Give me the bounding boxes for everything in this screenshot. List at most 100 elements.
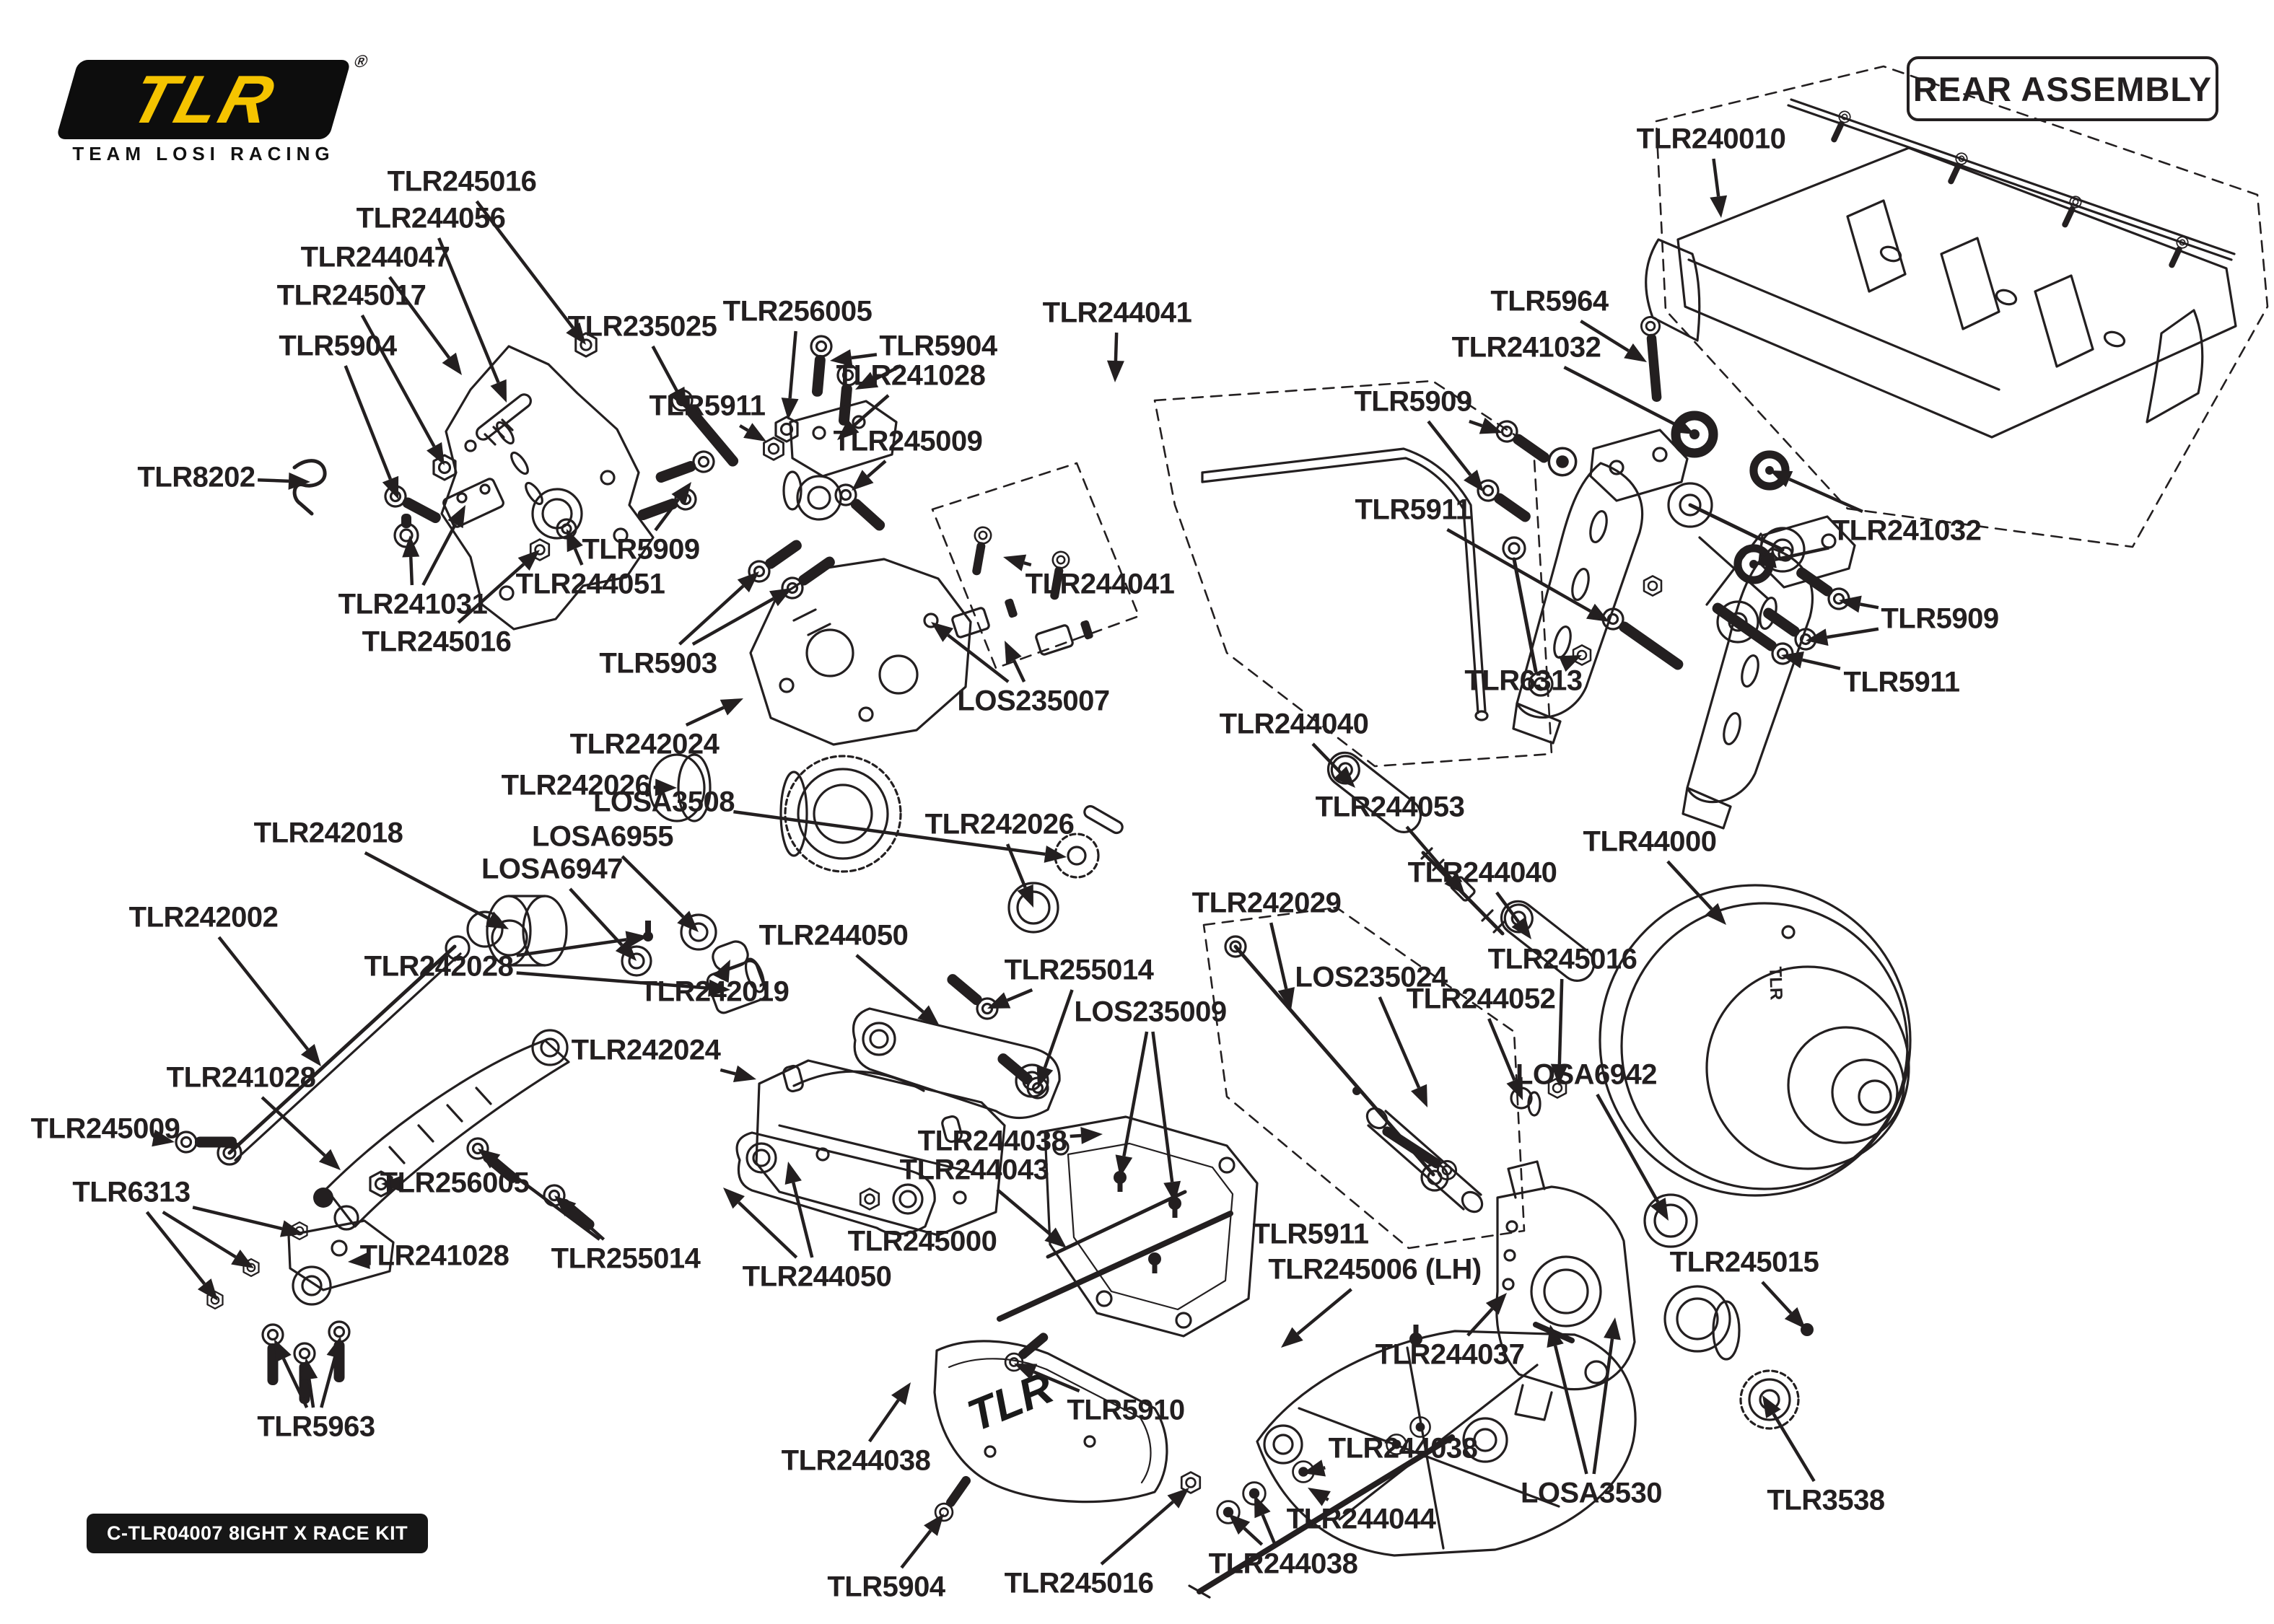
leader-arrowhead xyxy=(1115,1154,1133,1177)
leader-arrowhead xyxy=(326,1336,344,1360)
leader-line xyxy=(855,954,924,1014)
leader-line xyxy=(685,706,725,727)
leader-arrowhead xyxy=(655,778,677,796)
leader-line xyxy=(867,1399,900,1443)
leader-arrowhead xyxy=(1036,1064,1054,1088)
leader-line xyxy=(320,1356,337,1408)
leader-arrowhead xyxy=(231,1250,254,1268)
leader-line xyxy=(1596,1093,1660,1203)
leader-arrowhead xyxy=(1167,1488,1189,1509)
leader-line xyxy=(1006,988,1033,1002)
leader-arrowhead xyxy=(1604,1317,1621,1340)
leader-line xyxy=(569,887,624,947)
leader-arrowhead xyxy=(1003,554,1027,571)
leader-line xyxy=(947,633,1010,683)
leader-arrowhead xyxy=(1671,416,1694,434)
leader-arrowhead xyxy=(288,472,310,490)
leader-line xyxy=(516,938,627,957)
leader-line xyxy=(388,276,451,359)
leader-line xyxy=(162,1211,237,1259)
leader-line xyxy=(621,855,685,918)
leader-line xyxy=(1005,843,1027,889)
leader-arrowhead xyxy=(1017,884,1033,908)
leader-line xyxy=(788,330,797,399)
leader-line xyxy=(1469,419,1483,428)
leader-arrowhead xyxy=(1281,1327,1303,1348)
leader-line xyxy=(1712,158,1720,197)
leader-line xyxy=(1151,1031,1174,1182)
leader-line xyxy=(1427,420,1472,476)
leader-arrowhead xyxy=(300,1358,318,1381)
leader-line xyxy=(733,809,1046,856)
leader-arrowhead xyxy=(669,386,687,410)
leader-arrowhead xyxy=(197,1278,218,1301)
leader-line xyxy=(1827,627,1879,639)
leader-line xyxy=(1296,1288,1352,1335)
leader-line xyxy=(1261,1514,1277,1545)
leader-arrowhead xyxy=(274,1339,292,1363)
leader-line xyxy=(1788,478,1863,514)
leader-arrowhead xyxy=(1014,1364,1038,1380)
leader-arrowhead xyxy=(1762,1395,1781,1418)
leader-arrowhead xyxy=(781,398,799,420)
leader-arrowhead xyxy=(917,1005,940,1026)
leader-arrowhead xyxy=(784,1162,802,1185)
leader-line xyxy=(738,1201,798,1259)
axle-links-drawing xyxy=(1202,745,1602,1250)
leader-arrowhead xyxy=(924,1514,944,1537)
leader-line xyxy=(1761,1281,1793,1314)
leader-arrowhead xyxy=(1806,628,1829,646)
leader-arrowhead xyxy=(1044,1227,1067,1248)
leader-arrowhead xyxy=(708,979,730,997)
leader-line xyxy=(1325,1497,1329,1501)
leader-line xyxy=(421,523,457,587)
leader-line xyxy=(1323,1466,1326,1470)
leader-arrowhead xyxy=(1308,1488,1331,1506)
leader-arrowhead xyxy=(1770,470,1793,488)
leader-arrowhead xyxy=(1479,417,1503,434)
leader-line xyxy=(1243,1527,1264,1546)
leader-arrowhead xyxy=(737,571,759,593)
leader-arrowhead xyxy=(485,911,509,929)
leader-line xyxy=(1405,825,1453,879)
leader-arrowhead xyxy=(1228,1514,1251,1535)
leader-arrowhead xyxy=(1710,195,1728,218)
leader-arrowhead xyxy=(743,423,766,442)
leader-arrowhead xyxy=(1586,603,1609,622)
leader-line xyxy=(691,597,774,646)
leader-arrowhead xyxy=(713,960,730,983)
leader-arrowhead xyxy=(478,1149,501,1169)
leader-arrowhead xyxy=(733,1065,756,1083)
leader-line xyxy=(1557,978,1564,1065)
leader-line xyxy=(792,1182,814,1258)
leader-arrowhead xyxy=(1044,846,1067,863)
leader-line xyxy=(364,851,491,921)
leader-line xyxy=(867,460,887,478)
leader-line xyxy=(852,394,890,427)
leader-arrowhead xyxy=(769,588,792,607)
leader-arrowhead xyxy=(152,1129,175,1147)
page-title: REAR ASSEMBLY xyxy=(1907,56,2218,121)
leader-line xyxy=(145,1211,206,1285)
leader-arrowhead xyxy=(1485,1293,1507,1315)
leader-line xyxy=(654,498,680,532)
leader-arrowhead xyxy=(1558,655,1582,672)
leader-line xyxy=(1772,1413,1816,1483)
leader-arrowhead xyxy=(280,1220,303,1237)
leader-line xyxy=(437,237,500,384)
leader-arrowhead xyxy=(1650,1197,1669,1221)
leader-arrowhead xyxy=(447,505,465,529)
tlr-logo: TLR ® TEAM LOSI RACING xyxy=(58,52,370,165)
camber-link-drawing xyxy=(175,1029,570,1405)
leader-arrowhead xyxy=(830,349,853,367)
leader-line xyxy=(360,314,436,447)
leader-arrowhead xyxy=(348,1252,370,1269)
leader-arrowhead xyxy=(855,372,879,390)
leader-arrowhead xyxy=(381,1175,403,1193)
leader-line xyxy=(344,365,393,480)
leader-line xyxy=(475,200,574,329)
leader-arrowhead xyxy=(1334,766,1355,788)
